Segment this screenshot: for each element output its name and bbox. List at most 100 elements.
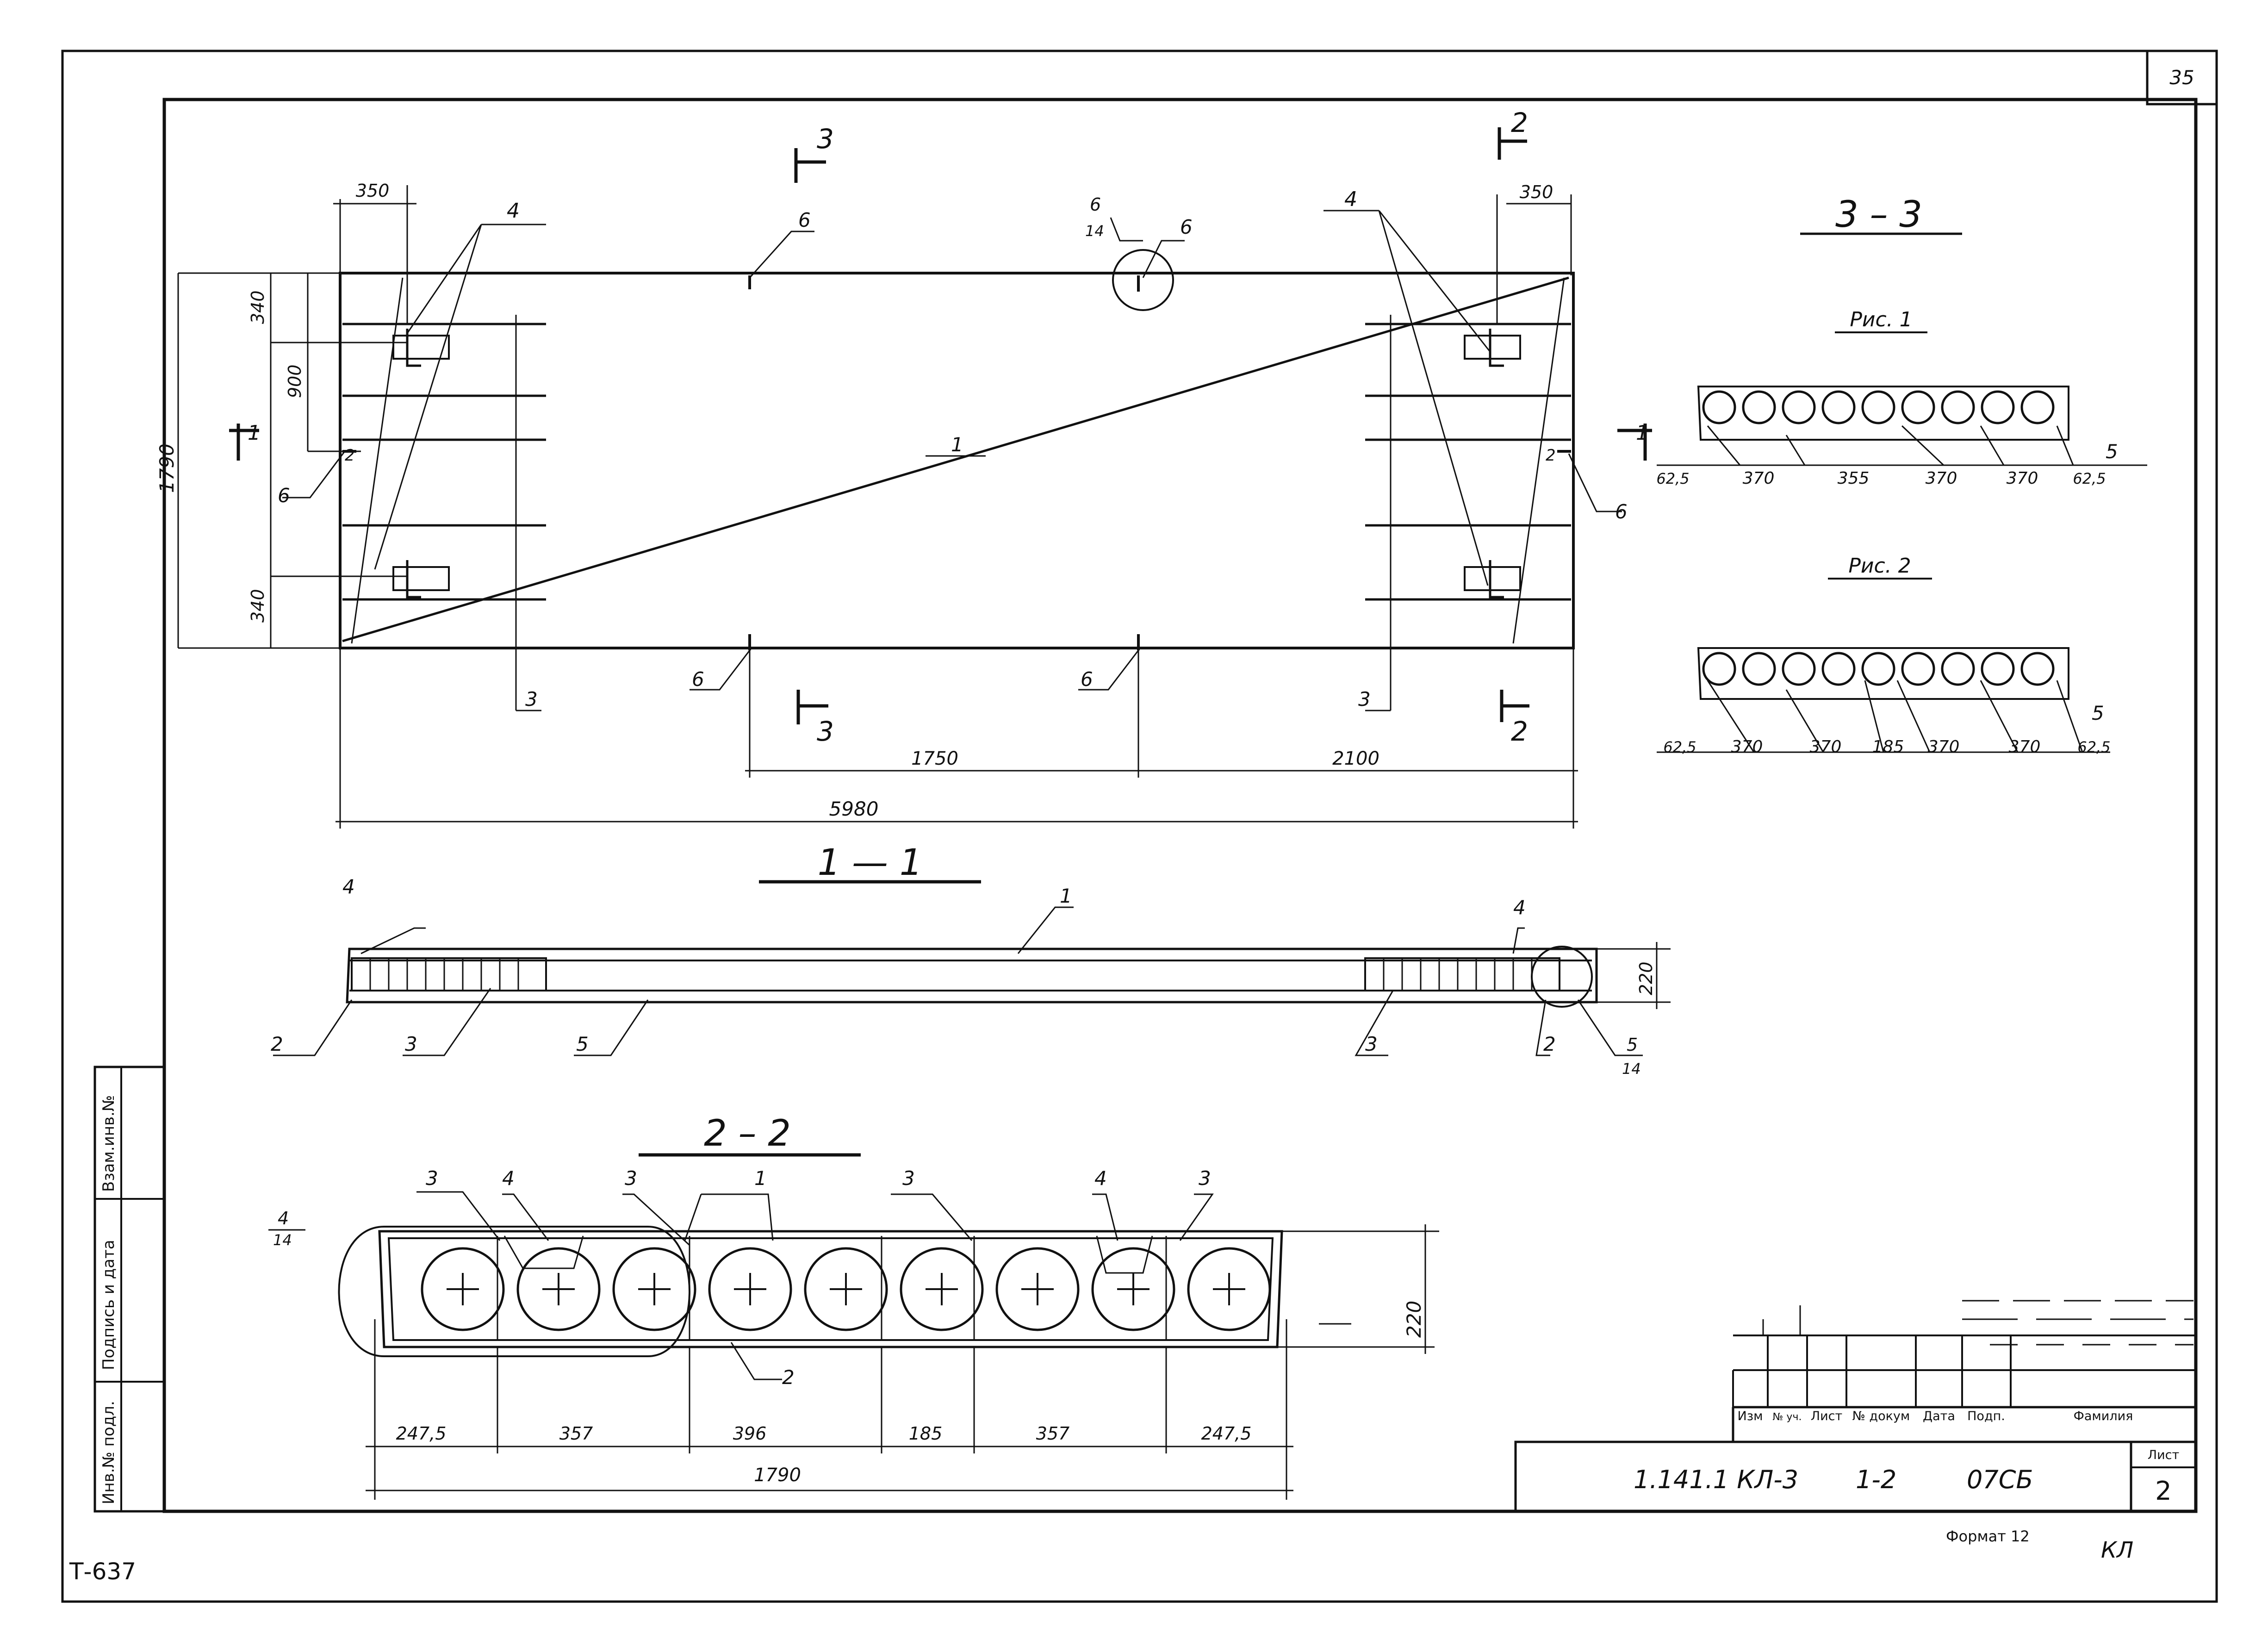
hollow-core-circle: [995, 1247, 1080, 1331]
plan-callout-2-left: 2: [345, 446, 355, 465]
section-22-callout-3-b: 3: [625, 1167, 637, 1190]
section-33-fig1-dim-3: 370: [1926, 469, 1957, 488]
section-33-cores: [1702, 390, 2055, 686]
title-block-main: [1514, 1440, 2197, 1513]
section-33-labels: 3 – 3 Рис. 1 Рис. 2 62,5 370 355 370 370…: [1656, 194, 2118, 756]
section-33-fig1-title: Рис. 1: [1850, 308, 1912, 331]
section-33-geometry: [1657, 232, 2147, 753]
plan-section-mark-left-1: 1: [248, 421, 261, 445]
section-22-dim-4: 357: [1036, 1423, 1070, 1444]
hollow-core-circle: [900, 1247, 984, 1331]
section-33-fig1-callout-5: 5: [2106, 440, 2118, 463]
plan-callout-3-left: 3: [525, 688, 538, 711]
section-11-geometry: [273, 880, 1671, 1056]
section-33-fig2-dim-2: 370: [1810, 737, 1842, 756]
page-number-box: [2146, 50, 2218, 106]
inner-frame: [162, 98, 2198, 1513]
hollow-core-circle: [1742, 390, 1776, 424]
hollow-core-circle: [708, 1247, 792, 1331]
section-22-title: 2 – 2: [704, 1113, 791, 1154]
tb-header-podp: Подп.: [1967, 1409, 2005, 1423]
section-11-node-circle: [1531, 946, 1593, 1008]
section-11-callout-4-left: 4: [342, 875, 355, 898]
title-block-headers: Изм № уч. Лист № докум Дата Подп. Фамили…: [1738, 1409, 2133, 1423]
section-11-callout-2-left: 2: [271, 1033, 283, 1055]
hollow-core-circle: [1702, 652, 1736, 686]
plan-callout-6-top: 6: [798, 209, 811, 231]
plan-callout-1: 1: [951, 433, 963, 456]
section-22-callout-2: 2: [782, 1366, 795, 1389]
plan-dim-340-top: 340: [248, 290, 268, 324]
plan-callout-6-node-num: 6: [1090, 194, 1101, 215]
section-22-dim-3: 185: [909, 1423, 943, 1444]
section-22-callout-4-b: 4: [1094, 1167, 1107, 1190]
hollow-core-circle: [2020, 652, 2055, 686]
plan-labels: 350 350 340 900 340 1790 1750 2100 5980 …: [155, 107, 1649, 820]
inventory-code: Т-637: [69, 1558, 136, 1585]
plan-callout-6-right: 6: [1615, 500, 1628, 523]
section-33-fig2-dim-4: 370: [1928, 737, 1960, 756]
plan-dim-350-right: 350: [1520, 182, 1553, 202]
hollow-core-circle: [1821, 390, 1856, 424]
section-11-dim-220: 220: [1636, 961, 1656, 995]
stamp-inv-podl: Инв.№ подл.: [99, 1401, 118, 1504]
section-22-callout-1: 1: [754, 1167, 767, 1190]
plan-node-circle: [1112, 249, 1174, 311]
section-33-fig1-dim-5: 62,5: [2073, 470, 2106, 487]
section-33-fig1-dim-1: 370: [1743, 469, 1775, 488]
hollow-core-circle: [1187, 1247, 1271, 1331]
section-22-callout-3-a: 3: [426, 1167, 438, 1190]
plan-callout-6-node: 6: [1180, 216, 1193, 238]
hollow-core-circle: [1901, 652, 1935, 686]
plan-callout-6-node-den: 14: [1085, 222, 1104, 240]
section-22-node-den: 14: [273, 1231, 292, 1249]
left-stamp: Взам.инв.№ Подпись и дата Инв.№ подл.: [93, 1066, 166, 1513]
plan-callout-3-right: 3: [1358, 688, 1371, 711]
plan-dim-5980: 5980: [829, 798, 879, 820]
section-11-callout-3-left: 3: [405, 1033, 417, 1055]
hollow-core-circle: [1861, 390, 1895, 424]
plan-dim-2100: 2100: [1332, 748, 1379, 769]
section-11-callout-3-right: 3: [1365, 1033, 1378, 1055]
hollow-core-circle: [1091, 1247, 1175, 1331]
hollow-core-circle: [804, 1247, 888, 1331]
hollow-core-circle: [1981, 652, 2015, 686]
hollow-core-circle: [1901, 390, 1935, 424]
plan-section-mark-right-1: 1: [1636, 421, 1649, 445]
plan-callout-4-right: 4: [1344, 187, 1357, 211]
section-22-callout-3-c: 3: [902, 1167, 915, 1190]
section-22-dim-5: 247,5: [1201, 1423, 1252, 1444]
section-33-fig2-dim-6: 62,5: [2077, 738, 2110, 756]
tb-header-izm: Изм: [1738, 1409, 1763, 1423]
hollow-core-circle: [1782, 652, 1816, 686]
section-33-fig2-dim-1: 370: [1731, 737, 1763, 756]
hollow-core-circle: [1861, 652, 1895, 686]
section-11-callout-5-node-den: 14: [1622, 1060, 1641, 1078]
plan-dim-1750: 1750: [911, 748, 958, 769]
section-33-title: 3 – 3: [1835, 194, 1922, 236]
plan-view: [177, 127, 1652, 829]
section-22-labels: 2 – 2 4 14 3 4 3 1 3 4 3 2 220 247,5 357…: [268, 1113, 1425, 1486]
tb-suffix: 07СБ: [1967, 1465, 2033, 1494]
plan-callout-4-left: 4: [507, 199, 520, 223]
hollow-core-circle: [1941, 652, 1975, 686]
hollow-core-circle: [516, 1247, 601, 1331]
left-stamp-frame: [93, 1066, 166, 1513]
plan-section-mark-top-2: 2: [1511, 107, 1528, 138]
hollow-core-circle: [612, 1247, 696, 1331]
plan-dim-900: 900: [285, 364, 305, 398]
hollow-core-circle: [1821, 652, 1856, 686]
section-33-fig1-dim-4: 370: [2007, 469, 2038, 488]
sheet-frames: [61, 50, 2218, 1603]
tb-sheet-value: 2: [2155, 1476, 2172, 1506]
section-33-fig1-dim-0: 62,5: [1656, 470, 1689, 487]
plan-callout-2-right: 2: [1546, 446, 1556, 465]
section-22-dim-2: 396: [733, 1423, 767, 1444]
section-11-callout-1: 1: [1060, 885, 1072, 907]
hollow-core-circle: [1981, 390, 2015, 424]
section-22-dim-1: 357: [559, 1423, 593, 1444]
tb-header-ndokum: № докум: [1852, 1409, 1910, 1423]
hollow-core-circle: [1742, 652, 1776, 686]
section-33-fig2-dim-3: 185: [1872, 737, 1904, 756]
